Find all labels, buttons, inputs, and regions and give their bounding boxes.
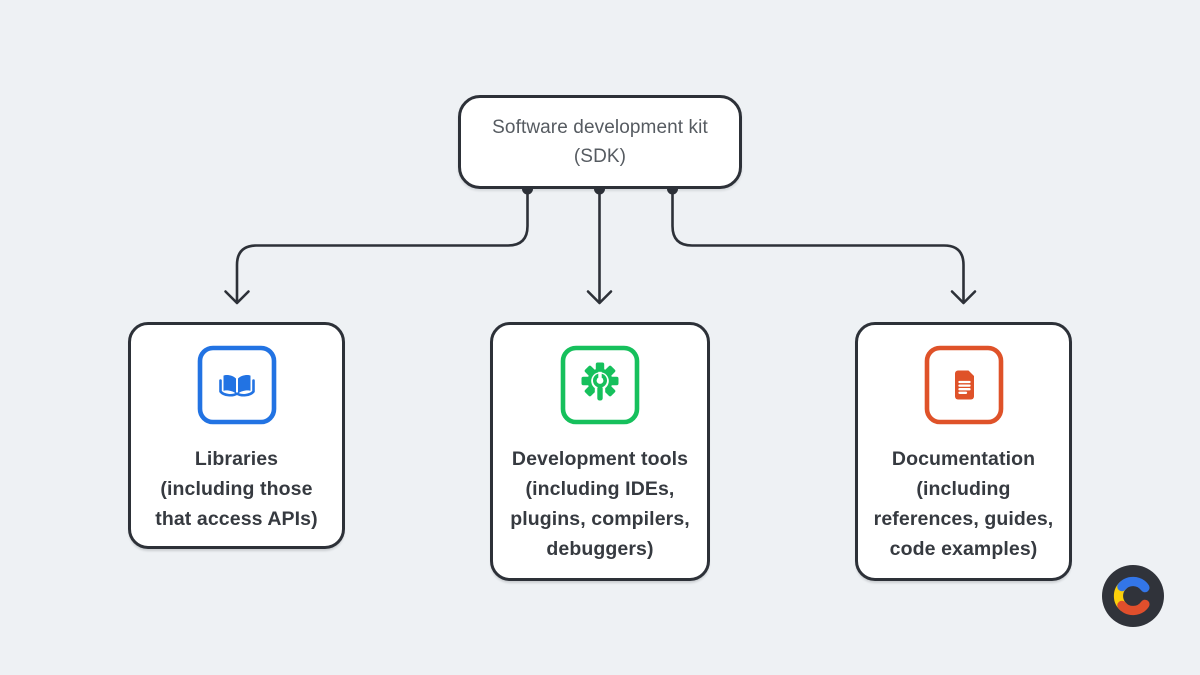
root-node-sdk: Software development kit (SDK) <box>458 95 742 189</box>
arrowhead-libraries <box>224 290 250 305</box>
open-book-icon <box>197 345 276 425</box>
node-libraries: Libraries (including those that access A… <box>128 322 345 549</box>
root-node-label-line1: Software development kit <box>492 117 708 138</box>
node-development-tools-label: Development tools (including IDEs, plugi… <box>510 448 690 560</box>
logo-arc-blue <box>1117 576 1150 593</box>
logo-arc-red <box>1117 599 1150 616</box>
contentful-logo <box>1102 565 1164 627</box>
arrowhead-devtools <box>586 290 613 305</box>
document-icon <box>924 345 1003 425</box>
node-documentation: Documentation (including references, gui… <box>855 322 1072 581</box>
connector-to-documentation <box>671 187 965 304</box>
arrowhead-documentation <box>950 290 977 305</box>
node-documentation-label: Documentation (including references, gui… <box>873 448 1054 560</box>
node-libraries-label: Libraries (including those that access A… <box>155 448 318 530</box>
connector-to-libraries <box>235 187 529 304</box>
gear-wrench-icon <box>560 345 640 425</box>
node-development-tools: Development tools (including IDEs, plugi… <box>490 322 710 581</box>
root-node-label-line2: (SDK) <box>573 146 627 167</box>
